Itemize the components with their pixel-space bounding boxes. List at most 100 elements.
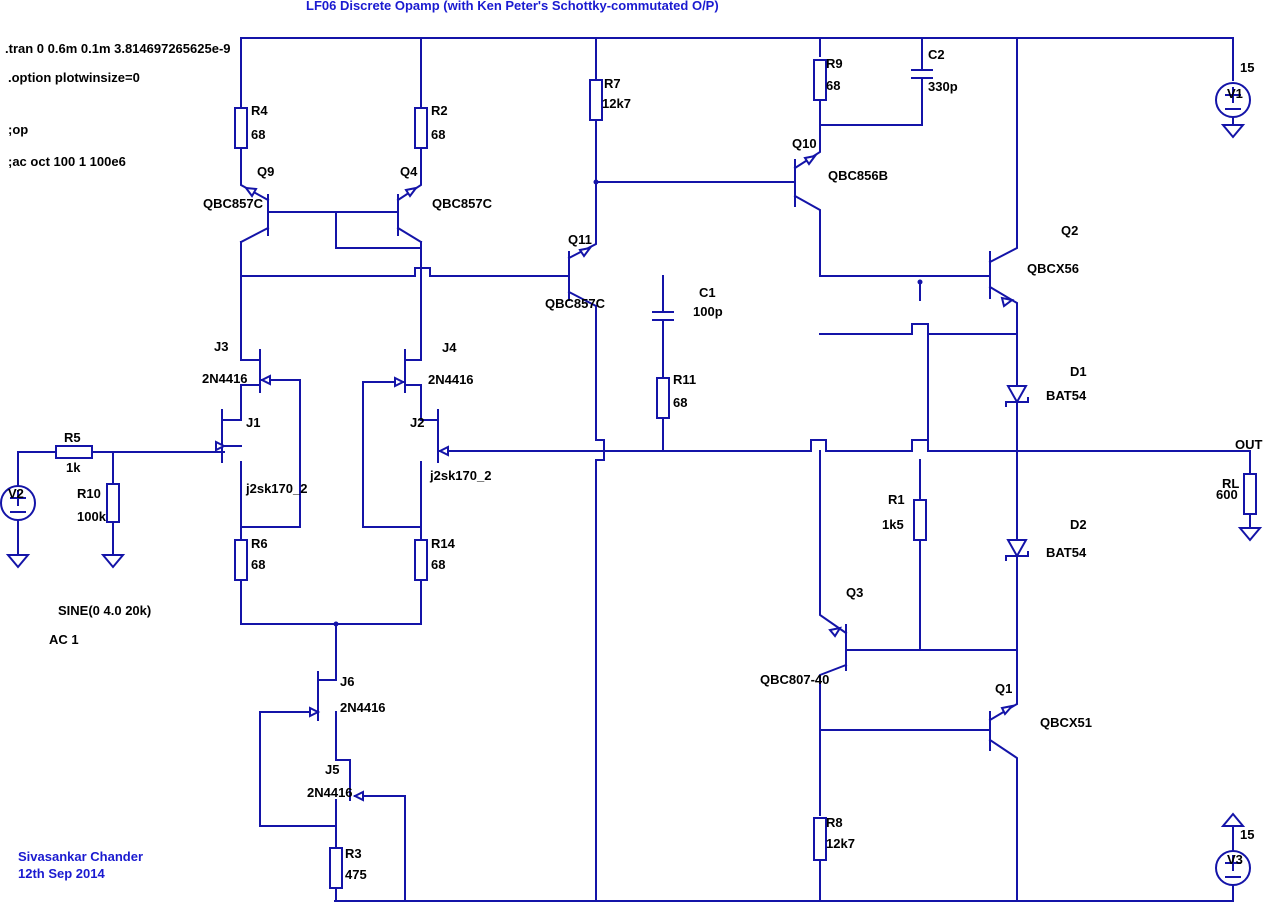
resistor-r3[interactable] xyxy=(329,847,343,889)
label-r9-name: R9 xyxy=(826,56,843,71)
resistor-r9[interactable] xyxy=(813,59,827,101)
wire-bias-line xyxy=(240,267,664,452)
label-r2-name: R2 xyxy=(431,103,448,118)
resistor-r10[interactable] xyxy=(106,483,120,523)
label-q9-name: Q9 xyxy=(257,164,274,179)
resistor-r11[interactable] xyxy=(656,377,670,419)
voltage-source-v1[interactable] xyxy=(1215,82,1251,118)
label-r8-name: R8 xyxy=(826,815,843,830)
wire-j3-gate-loop xyxy=(240,379,301,528)
label-r7-name: R7 xyxy=(604,76,621,91)
label-r3-value: 475 xyxy=(345,867,367,882)
label-j6-model: 2N4416 xyxy=(340,700,386,715)
label-r10-value: 100k xyxy=(77,509,107,524)
label-q11-name: Q11 xyxy=(568,232,592,247)
author-name: Sivasankar Chander xyxy=(18,849,143,864)
q11-emitter-arrow-icon xyxy=(578,246,593,258)
diode-d1[interactable] xyxy=(1005,385,1029,407)
label-q3-name: Q3 xyxy=(846,585,863,600)
wire-top-rail xyxy=(240,37,1234,81)
label-r11-name: R11 xyxy=(673,372,696,387)
capacitor-c1[interactable] xyxy=(652,311,674,321)
label-q4-model: QBC857C xyxy=(432,196,493,211)
label-j3-model: 2N4416 xyxy=(202,371,248,386)
wires xyxy=(17,37,1251,902)
label-r9-value: 68 xyxy=(826,78,840,93)
label-v3-value: 15 xyxy=(1240,827,1254,842)
label-r5-name: R5 xyxy=(64,430,81,445)
resistor-r14[interactable] xyxy=(414,539,428,581)
ground-icon xyxy=(1220,124,1246,139)
label-v2-name: V2 xyxy=(8,486,24,501)
resistor-r6[interactable] xyxy=(234,539,248,581)
resistor-r4[interactable] xyxy=(234,107,248,149)
label-j6-name: J6 xyxy=(340,674,354,689)
label-r1-value: 1k5 xyxy=(882,517,904,532)
ground-icon xyxy=(5,554,31,569)
junction-dots xyxy=(333,179,923,627)
wire-r9 xyxy=(793,37,1018,441)
wire-q3 xyxy=(819,450,1018,902)
supply-arrow-icon xyxy=(1220,812,1246,827)
wire-out xyxy=(439,439,1251,529)
resistor-r7[interactable] xyxy=(589,79,603,121)
wire-r7 xyxy=(567,37,796,902)
source-spec: AC 1 xyxy=(49,632,79,647)
resistor-r2[interactable] xyxy=(414,107,428,149)
j3-gate-arrow-icon xyxy=(259,374,271,386)
resistor-r8[interactable] xyxy=(813,817,827,861)
label-r4-value: 68 xyxy=(251,127,265,142)
label-j2-name: J2 xyxy=(410,415,424,430)
voltage-source-v3[interactable] xyxy=(1215,850,1251,886)
wire-q2 xyxy=(845,37,1018,651)
spice-directive: .tran 0 0.6m 0.1m 3.814697265625e-9 xyxy=(5,41,231,56)
label-d1-model: BAT54 xyxy=(1046,388,1087,403)
spice-directive: .option plotwinsize=0 xyxy=(8,70,140,85)
label-d1-name: D1 xyxy=(1070,364,1087,379)
wire-r2 xyxy=(335,37,439,625)
label-c2-value: 330p xyxy=(928,79,958,94)
resistor-r5[interactable] xyxy=(55,445,93,459)
label-j4-model: 2N4416 xyxy=(428,372,474,387)
label-rl-name: RL xyxy=(1222,476,1239,491)
label-r4-name: R4 xyxy=(251,103,268,118)
wire-r4 xyxy=(221,37,399,625)
label-v3-name: V3 xyxy=(1227,852,1243,867)
voltage-source-v2[interactable] xyxy=(0,485,36,521)
label-r3-name: R3 xyxy=(345,846,362,861)
j2-gate-arrow-icon xyxy=(437,445,449,457)
label-q3-model: QBC807-40 xyxy=(760,672,829,687)
schematic-title: LF06 Discrete Opamp (with Ken Peter's Sc… xyxy=(306,0,719,13)
q10-emitter-arrow-icon xyxy=(803,154,818,166)
wire-j4-gate-loop xyxy=(362,381,422,528)
q3-emitter-arrow-icon xyxy=(828,626,843,638)
wire-bottom-rail xyxy=(334,879,1234,902)
diode-d2[interactable] xyxy=(1005,539,1029,561)
label-c1-name: C1 xyxy=(699,285,716,300)
wire-tail xyxy=(240,623,422,902)
label-q10-name: Q10 xyxy=(792,136,817,151)
label-j5-name: J5 xyxy=(325,762,339,777)
label-v1-name: V1 xyxy=(1227,86,1243,101)
label-r1-name: R1 xyxy=(888,492,905,507)
q2-emitter-arrow-icon xyxy=(1000,296,1015,308)
resistor-r1[interactable] xyxy=(913,499,927,541)
label-rl-value: 600 xyxy=(1216,487,1238,502)
capacitor-c2[interactable] xyxy=(911,69,933,79)
j1-gate-arrow-icon xyxy=(215,440,227,452)
spice-directive: ;op xyxy=(8,122,28,137)
label-r11-value: 68 xyxy=(673,395,687,410)
label-j4-name: J4 xyxy=(442,340,457,355)
resistor-rl[interactable] xyxy=(1243,473,1257,515)
label-r6-value: 68 xyxy=(251,557,265,572)
q1-emitter-arrow-icon xyxy=(1000,704,1015,716)
label-q9-model: QBC857C xyxy=(203,196,264,211)
spice-directive: ;ac oct 100 1 100e6 xyxy=(8,154,126,169)
label-d2-model: BAT54 xyxy=(1046,545,1087,560)
label-d2-name: D2 xyxy=(1070,517,1087,532)
label-q2-name: Q2 xyxy=(1061,223,1078,238)
q4-emitter-arrow-icon xyxy=(404,186,419,198)
label-j2-model: j2sk170_2 xyxy=(429,468,491,483)
label-c2-name: C2 xyxy=(928,47,945,62)
